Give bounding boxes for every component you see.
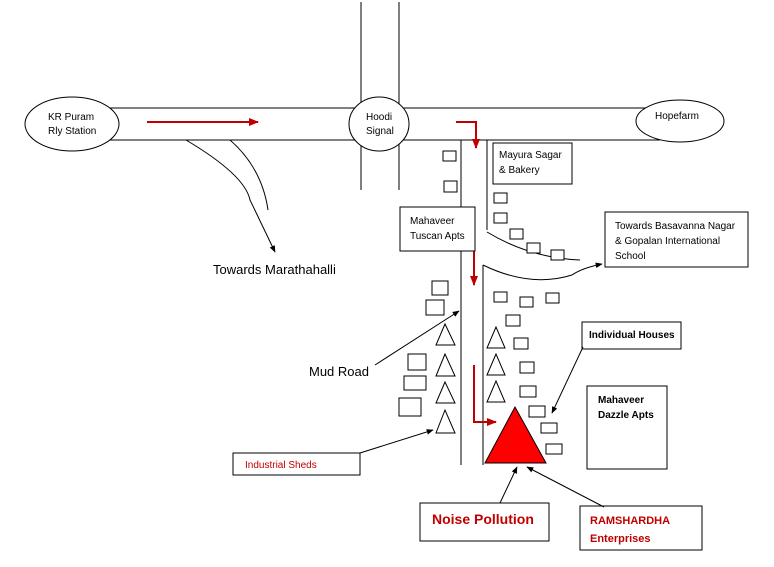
industrial-shed-triangles: [435, 322, 506, 434]
shed-triangle: [486, 352, 506, 376]
mahaveer-dazzle-box: Mahaveer Dazzle Apts: [586, 385, 668, 470]
shed-triangle: [435, 352, 456, 377]
tuscan-label-1: Mahaveer: [410, 216, 455, 227]
building: [398, 397, 422, 417]
shed-triangle: [486, 379, 506, 403]
mayura-label-1: Mayura Sagar: [499, 150, 562, 161]
kr-puram-label-2: Rly Station: [48, 126, 96, 137]
building: [443, 180, 458, 193]
branch-road-marathahalli: [185, 139, 276, 253]
shed-triangle: [435, 380, 456, 404]
shed-triangle: [486, 325, 506, 349]
building: [442, 150, 457, 162]
building: [407, 353, 427, 371]
building: [403, 375, 427, 391]
main-road: [70, 107, 660, 141]
industrial-sheds-label: Industrial Sheds: [245, 460, 317, 471]
building: [519, 385, 537, 398]
hopefarm-label: Hopefarm: [655, 111, 699, 122]
building: [493, 212, 508, 224]
basavanna-label-3: School: [615, 251, 646, 262]
hopefarm: Hopefarm: [635, 99, 725, 143]
ramshardha-label-1: RAMSHARDHA: [590, 515, 670, 527]
building: [519, 361, 535, 374]
branch-road-basavanna: [482, 231, 603, 281]
building: [540, 422, 558, 434]
industrial-sheds-box: Industrial Sheds: [232, 452, 361, 476]
pointer-arrows: [359, 310, 605, 508]
hoodi-cross-road: [360, 2, 400, 190]
shed-triangle: [435, 322, 456, 346]
building: [513, 337, 529, 350]
building: [493, 291, 508, 303]
basavanna-label-2: & Gopalan International: [615, 236, 720, 247]
building: [550, 249, 565, 261]
individual-houses-label: Individual Houses: [589, 330, 675, 341]
building: [519, 296, 534, 308]
building: [431, 280, 449, 296]
noise-source-triangle: [484, 405, 547, 464]
building: [509, 228, 524, 240]
noise-pollution-label: Noise Pollution: [432, 511, 534, 527]
mayura-label-2: & Bakery: [499, 165, 540, 176]
building: [528, 405, 546, 418]
building: [526, 242, 541, 254]
dazzle-label-2: Dazzle Apts: [598, 410, 654, 421]
side-road: [460, 140, 488, 465]
hoodi-signal: Hoodi Signal: [348, 96, 410, 152]
basavanna-box: Towards Basavanna Nagar & Gopalan Intern…: [604, 211, 749, 268]
building: [493, 192, 508, 204]
hoodi-label-2: Signal: [366, 126, 394, 137]
mahaveer-tuscan-box: Mahaveer Tuscan Apts: [399, 206, 476, 252]
shed-triangle: [435, 408, 456, 434]
kr-puram-station: KR Puram Rly Station: [24, 96, 120, 152]
noise-pollution-box: Noise Pollution: [419, 502, 550, 542]
ramshardha-box: RAMSHARDHA Enterprises: [579, 505, 703, 551]
individual-houses-box: Individual Houses: [581, 321, 682, 350]
building: [425, 299, 445, 316]
building: [505, 314, 521, 327]
tuscan-label-2: Tuscan Apts: [410, 231, 465, 242]
mayura-sagar-box: Mayura Sagar & Bakery: [492, 142, 573, 185]
buildings: [398, 150, 565, 455]
ramshardha-label-2: Enterprises: [590, 533, 651, 545]
building: [545, 443, 563, 455]
mud-road-label: Mud Road: [309, 364, 369, 379]
towards-marathahalli-label: Towards Marathahalli: [213, 262, 336, 277]
kr-puram-label-1: KR Puram: [48, 112, 94, 123]
dazzle-label-1: Mahaveer: [598, 395, 644, 406]
basavanna-label-1: Towards Basavanna Nagar: [615, 221, 736, 232]
building: [545, 292, 560, 304]
hoodi-label-1: Hoodi: [366, 112, 392, 123]
